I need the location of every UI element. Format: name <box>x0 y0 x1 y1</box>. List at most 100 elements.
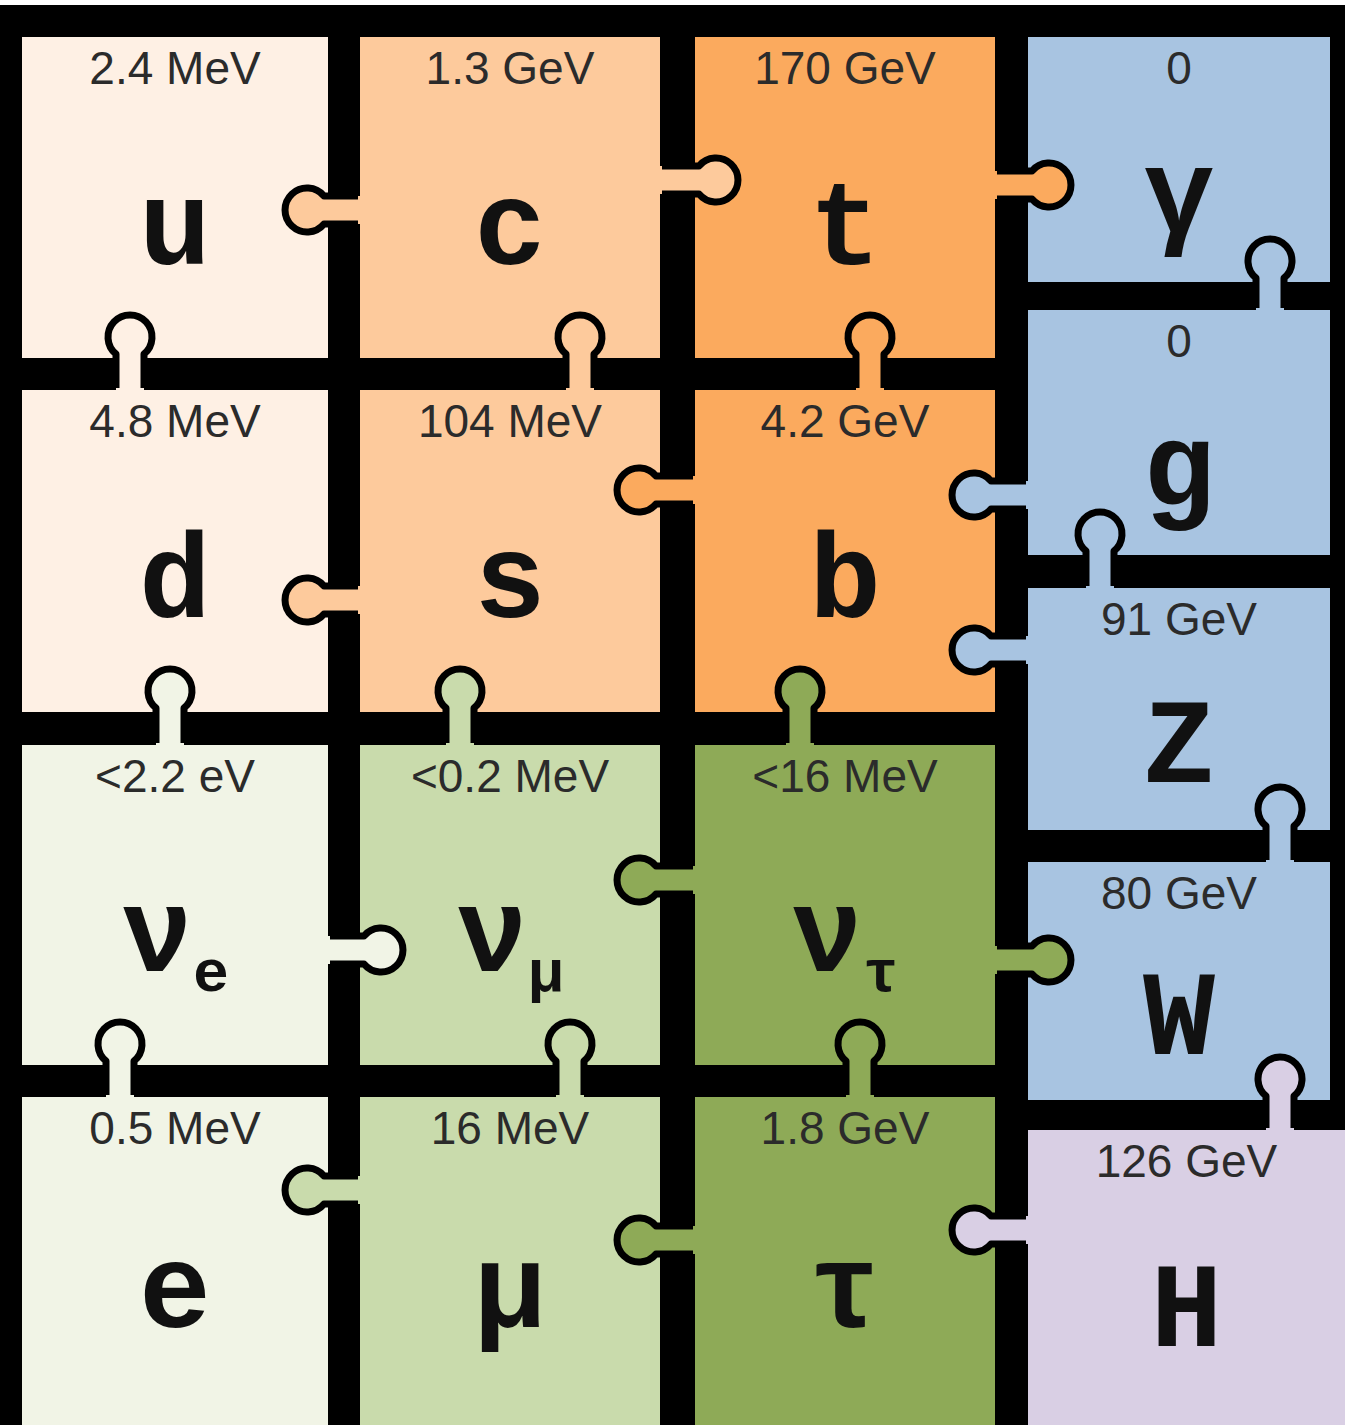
tab-outline <box>778 669 822 743</box>
symbol-row: γ <box>1143 140 1215 260</box>
tab-outline <box>617 858 693 902</box>
mass-label: 1.3 GeV <box>426 43 595 94</box>
puzzle-tab <box>1258 787 1302 864</box>
puzzle-tab <box>993 938 1071 982</box>
particle-symbol: ν <box>121 879 193 999</box>
particle-tile: 80 GeV W <box>1028 862 1330 1100</box>
tile-fill <box>695 37 995 358</box>
symbol-row: Z <box>1143 690 1215 810</box>
particle-tile: <2.2 eVνe <box>22 745 328 1065</box>
puzzle-tabs <box>98 158 1302 1262</box>
puzzle-tab <box>952 473 1030 517</box>
tab-fill <box>285 1168 362 1212</box>
tab-fill <box>326 928 403 972</box>
particle-symbol: ν <box>456 879 528 999</box>
symbol-row: ντ <box>791 879 899 999</box>
particle-symbol: e <box>139 1235 211 1355</box>
puzzle-tab <box>285 1168 362 1212</box>
symbol-row: u <box>139 172 211 292</box>
tab-fill <box>778 669 822 747</box>
tab-fill <box>617 1218 697 1262</box>
particle-tile: 104 MeVs <box>360 390 660 712</box>
tab-outline <box>1078 512 1122 586</box>
puzzle-tab <box>952 628 1030 672</box>
particle-tile: 126 GeVH <box>1028 1130 1345 1425</box>
tile-fill <box>22 390 328 712</box>
tab-outline <box>952 628 1026 672</box>
mass-label: <0.2 MeV <box>411 751 609 802</box>
mass-label: 0.5 MeV <box>89 1103 260 1154</box>
particle-symbol: W <box>1143 962 1215 1082</box>
tab-outline <box>848 315 892 388</box>
puzzle-tab <box>1248 239 1292 312</box>
particle-symbol: μ <box>474 1235 546 1355</box>
particle-symbol: ν <box>791 879 863 999</box>
tab-outline <box>952 1208 1026 1252</box>
tile-fill <box>360 1097 660 1425</box>
mass-label: 80 GeV <box>1101 868 1257 919</box>
symbol-row: c <box>474 172 546 292</box>
tab-fill <box>658 158 738 202</box>
particle-tile: 0g <box>1028 310 1330 555</box>
mass-label: 91 GeV <box>1101 594 1257 645</box>
symbol-subscript: μ <box>528 945 564 1005</box>
particle-symbol: d <box>139 525 211 645</box>
tab-fill <box>108 315 152 392</box>
particle-symbol: b <box>809 525 881 645</box>
particle-tile: 0.5 MeV e <box>22 1097 328 1425</box>
tile-fill <box>22 1097 328 1425</box>
tab-outline <box>617 468 693 512</box>
tile-fill <box>695 390 995 712</box>
puzzle-tab <box>617 1218 697 1262</box>
particle-tile: <0.2 MeV νμ <box>360 745 660 1065</box>
puzzle-tab <box>617 858 697 902</box>
tile-fill <box>695 1097 995 1425</box>
puzzle-tab <box>1258 1057 1302 1132</box>
symbol-row: H <box>1150 1254 1222 1374</box>
tab-fill <box>993 163 1071 207</box>
particle-symbol: s <box>474 525 546 645</box>
mass-label: 0 <box>1166 43 1192 94</box>
particle-symbol: γ <box>1143 140 1215 260</box>
puzzle-tab <box>438 669 482 747</box>
tab-outline <box>558 315 602 388</box>
puzzle-tab <box>98 1022 142 1099</box>
particle-tile: 4.2 GeV b <box>695 390 995 712</box>
puzzle-tab <box>952 1208 1030 1252</box>
particle-symbol: H <box>1150 1254 1222 1374</box>
tab-fill <box>558 315 602 392</box>
symbol-row: t <box>809 172 881 292</box>
puzzle-tab <box>778 669 822 747</box>
puzzle-tab <box>108 315 152 392</box>
tab-outline <box>438 669 482 743</box>
tab-fill <box>617 468 697 512</box>
particle-symbol: τ <box>809 1235 881 1355</box>
tab-outline <box>330 928 403 972</box>
symbol-subscript: τ <box>863 945 899 1005</box>
tab-fill <box>438 669 482 747</box>
tab-fill <box>1258 1057 1302 1132</box>
symbol-subscript: e <box>193 945 229 1005</box>
tab-fill <box>952 1208 1030 1252</box>
tab-outline <box>98 1022 142 1095</box>
mass-label: 4.2 GeV <box>761 396 930 447</box>
particle-tile: 1.8 GeVτ <box>695 1097 995 1425</box>
puzzle-tab <box>838 1022 882 1099</box>
tab-fill <box>548 1022 592 1099</box>
tab-fill <box>285 188 362 232</box>
particle-symbol: t <box>809 172 881 292</box>
puzzle-tab <box>558 315 602 392</box>
symbol-row: τ <box>809 1235 881 1355</box>
particle-tile: 91 GeV Z <box>1028 588 1330 830</box>
puzzle-tab <box>658 158 738 202</box>
tile-fill <box>695 745 995 1065</box>
tab-fill <box>1078 512 1122 590</box>
tab-outline <box>1258 787 1302 860</box>
tile-fill <box>360 390 660 712</box>
tile-fill <box>1028 1130 1345 1425</box>
symbol-row: s <box>474 525 546 645</box>
tab-outline <box>285 188 358 232</box>
tab-fill <box>952 473 1030 517</box>
tile-fill <box>22 745 328 1065</box>
particle-tile: 2.4 MeVu <box>22 37 328 358</box>
